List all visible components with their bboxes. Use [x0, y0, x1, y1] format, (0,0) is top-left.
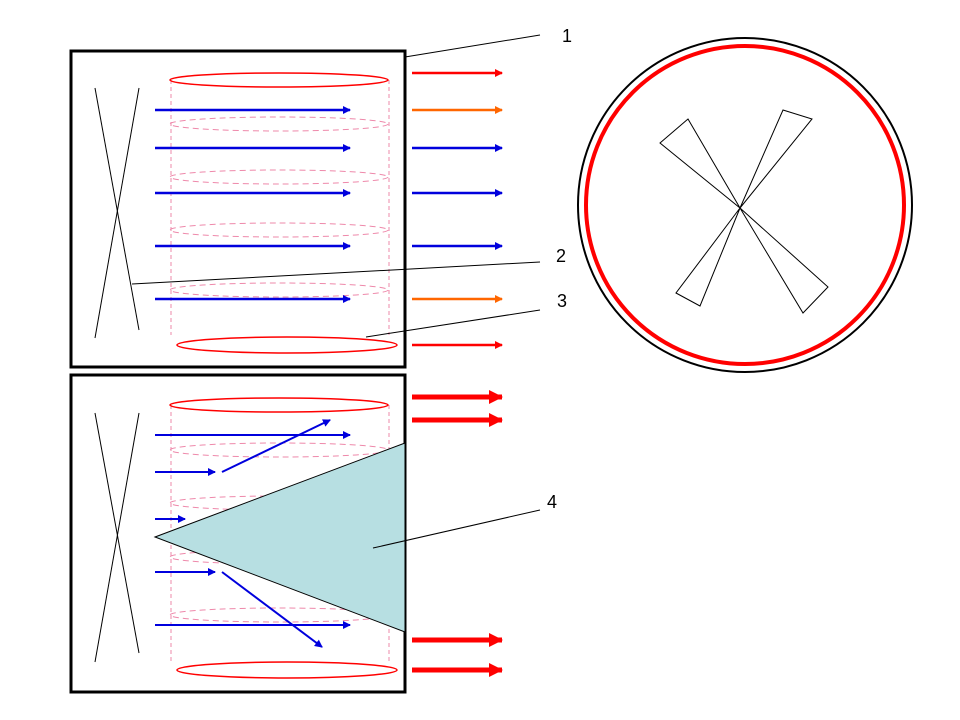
dashed-ring	[169, 222, 389, 238]
dashed-ring	[169, 282, 389, 298]
red-ring	[176, 336, 398, 354]
crossed-wire	[94, 87, 140, 339]
red-ring	[169, 72, 389, 88]
blade	[675, 207, 741, 307]
leader-line-3	[365, 309, 541, 338]
label-2: 2	[556, 246, 566, 266]
leader-line-4	[372, 509, 541, 549]
crossed-wire	[94, 412, 140, 654]
red-circle	[584, 44, 906, 366]
blade	[739, 207, 829, 314]
crossed-wire	[94, 412, 140, 663]
leader-line-2	[131, 261, 541, 285]
blade	[659, 118, 741, 209]
deflected-blue-arrow	[221, 571, 323, 648]
dashed-ring	[169, 116, 389, 132]
dashed-ring	[169, 169, 389, 185]
label-4: 4	[547, 492, 557, 512]
leader-line-1	[404, 34, 541, 58]
top-panel	[69, 49, 503, 369]
bottom-panel	[69, 373, 503, 694]
deflected-blue-arrow	[221, 419, 331, 473]
label-3: 3	[557, 291, 567, 311]
red-ring	[169, 397, 389, 413]
crossed-wire	[94, 87, 140, 331]
cone-obstacle	[153, 442, 406, 633]
top-panel-frame	[69, 49, 407, 369]
red-ring	[176, 661, 398, 679]
cross-section-view	[577, 37, 913, 373]
blade	[739, 109, 813, 209]
outer-circle	[577, 37, 913, 373]
label-1: 1	[562, 26, 572, 46]
